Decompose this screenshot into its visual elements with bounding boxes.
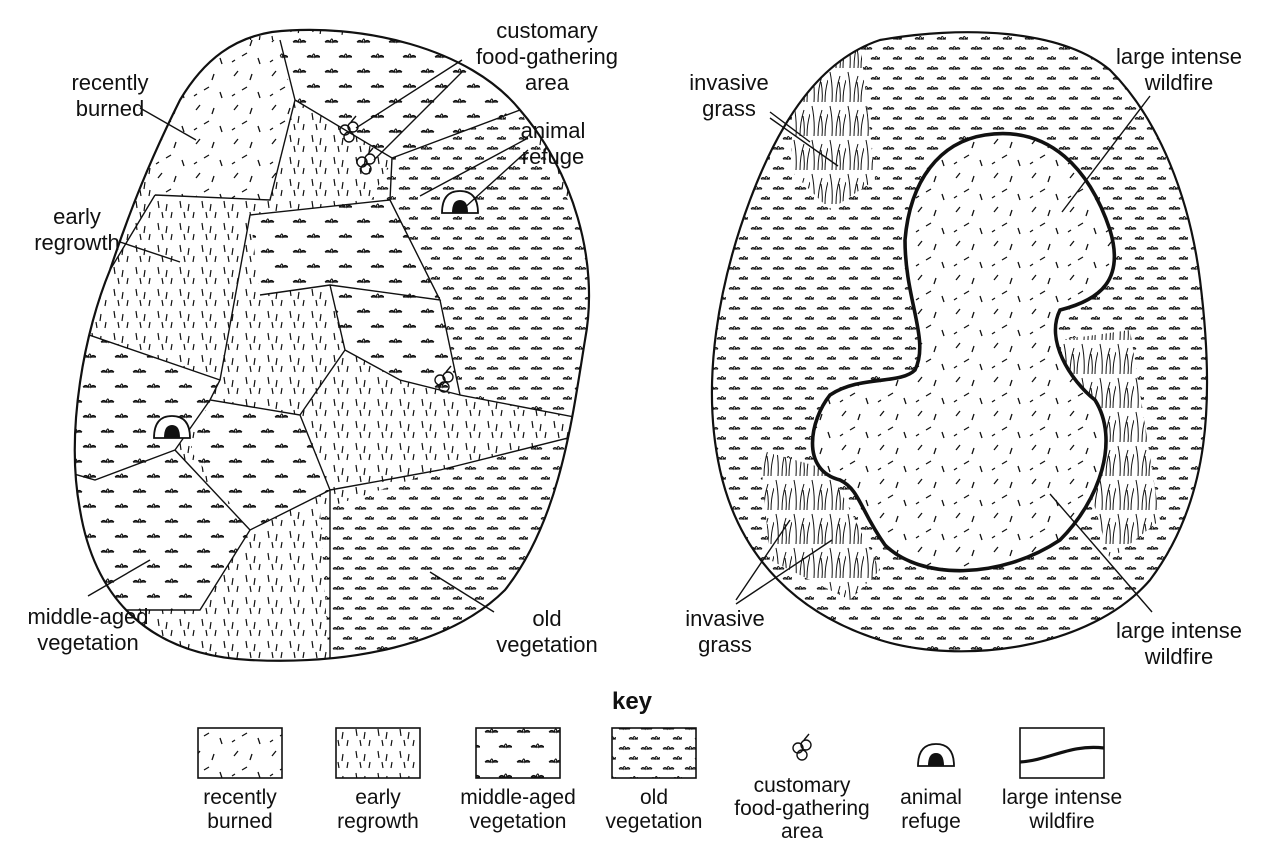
key-label-animal-refuge: animal refuge bbox=[900, 786, 962, 833]
key-swatches bbox=[197, 727, 1105, 779]
key-label-wildfire: large intense wildfire bbox=[1001, 786, 1123, 833]
label-food-gathering: customary food-gathering area bbox=[476, 18, 618, 95]
key-title: key bbox=[611, 688, 653, 715]
wildfire-line-swatch bbox=[1019, 727, 1105, 779]
label-invasive-grass-bottom: invasive grass bbox=[685, 606, 765, 657]
recently-burned-swatch bbox=[197, 727, 283, 779]
label-wildfire-bottom: large intense wildfire bbox=[1116, 618, 1242, 669]
burrow-icon bbox=[153, 415, 191, 439]
old-vegetation-swatch bbox=[611, 727, 697, 779]
right-leader-lines bbox=[735, 95, 1153, 613]
burrow-icon bbox=[441, 190, 479, 214]
key-label-old-vegetation: old vegetation bbox=[605, 786, 703, 833]
key-label-food-gathering: customary food-gathering area bbox=[734, 774, 870, 843]
label-recently-burned: recently burned bbox=[71, 70, 149, 121]
label-animal-refuge: animal refuge bbox=[520, 118, 586, 169]
label-old-vegetation: old vegetation bbox=[496, 606, 598, 657]
label-invasive-grass-top: invasive grass bbox=[689, 70, 769, 121]
early-regrowth-swatch bbox=[335, 727, 421, 779]
right-map bbox=[710, 31, 1209, 653]
burrow-icon bbox=[917, 743, 955, 767]
label-middle-aged: middle-aged vegetation bbox=[27, 604, 149, 655]
label-wildfire-top: large intense wildfire bbox=[1116, 44, 1242, 95]
berry-cluster-icon bbox=[792, 733, 812, 761]
middle-aged-swatch bbox=[475, 727, 561, 779]
key-label-early-regrowth: early regrowth bbox=[337, 786, 419, 833]
label-early-regrowth: early regrowth bbox=[34, 204, 120, 255]
left-leader-lines bbox=[87, 59, 529, 613]
key-label-middle-aged: middle-aged vegetation bbox=[460, 786, 576, 833]
key-label-recently-burned: recently burned bbox=[203, 786, 277, 833]
